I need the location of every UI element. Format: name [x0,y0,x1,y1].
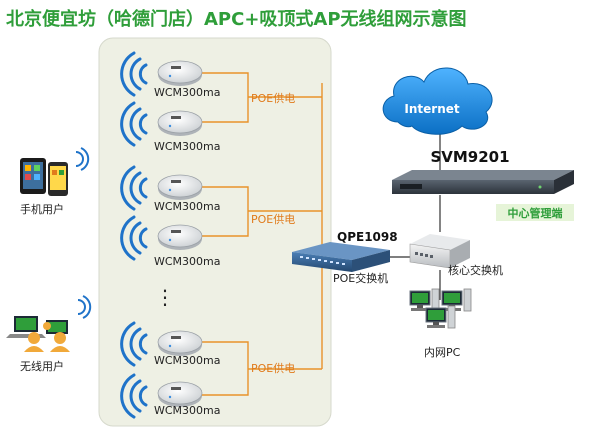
ap-label: WCM300ma [154,404,221,417]
ap-unit: WCM300ma [120,101,221,153]
lan-pc-label: 内网PC [424,345,461,359]
ap-label: WCM300ma [154,86,221,99]
ap-label: WCM300ma [154,354,221,367]
poe-switch-model: QPE1098 [337,230,398,244]
ap-label: WCM300ma [154,140,221,153]
ap-unit: WCM300ma [120,215,221,268]
mobile-users-label: 手机用户 [20,202,64,216]
controller-badge-text: 中心管理端 [508,206,563,220]
wireless-users-label: 无线用户 [20,359,64,373]
ap-label: WCM300ma [154,200,221,213]
diagram-title: 北京便宜坊（哈德门店）APC+吸顶式AP无线组网示意图 [6,8,467,30]
ap-panel [98,37,332,427]
internet-label: Internet [404,102,459,116]
ap-unit: WCM300ma [120,165,221,213]
ap-label: WCM300ma [154,255,221,268]
network-wires [378,130,441,300]
ap-unit: WCM300ma [120,321,221,367]
controller-icon [392,170,574,194]
ap-unit: WCM300ma [120,51,221,99]
poe-label: POE供电 [251,91,295,105]
poe-switch-icon [292,242,390,272]
poe-label: POE供电 [251,212,295,226]
poe-switch-label: POE交换机 [333,271,388,285]
ap-unit: WCM300ma [120,373,221,419]
wireless-users-icon [6,295,92,352]
core-switch-label: 核心交换机 [448,263,503,277]
poe-label: POE供电 [251,361,295,375]
mobile-users-icon [20,147,90,196]
controller-model: SVM9201 [430,148,509,166]
core-switch-icon [409,234,470,269]
ap-ellipsis: ⋮ [155,285,175,309]
controller-badge [496,204,574,221]
internet-cloud-icon [382,67,493,135]
